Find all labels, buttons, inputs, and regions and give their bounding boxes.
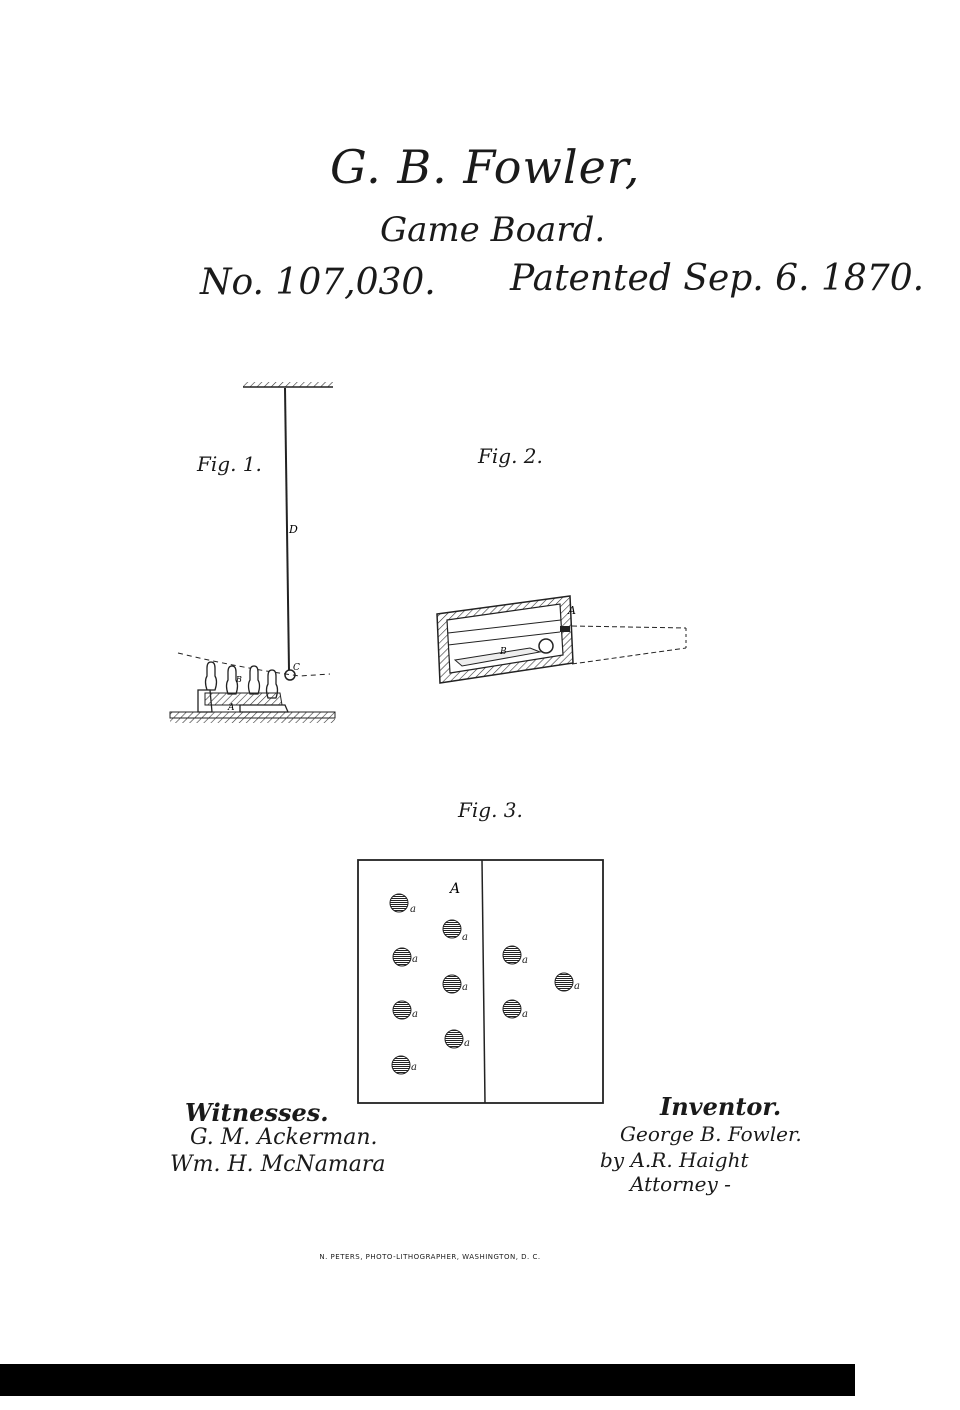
fig1-ref-A: A [227,703,235,713]
patent-number: No. 107,030. [200,262,436,303]
printer-credit: N. PETERS, PHOTO-LITHOGRAPHER, WASHINGTO… [319,1253,541,1261]
target-hole [442,919,462,939]
figure-3: A a a a a a a a a a a [357,859,604,1104]
ref-a: a [574,981,580,992]
target-hole [502,999,522,1019]
target-hole [502,945,522,965]
figure-1: D C B A [169,382,336,723]
target-hole [392,1000,412,1020]
witness-1-signature: G. M. Ackerman. [190,1125,378,1150]
target-hole [391,1055,411,1075]
fig3-label: Fig. 3. [458,798,523,822]
ref-a: a [410,904,416,915]
scan-border-bar [0,1364,855,1396]
attorney-word: Attorney - [630,1172,731,1196]
witnesses-label: Witnesses. [185,1098,329,1127]
fig1-ref-C: C [293,663,300,673]
fig3-ref-A: A [448,881,460,897]
target-hole [392,947,412,967]
ref-a: a [522,1009,528,1020]
inventor-signature: George B. Fowler. [620,1122,802,1146]
patent-title: Game Board. [380,210,606,250]
ref-a: a [412,954,418,965]
fig1-ref-B: B [235,675,242,684]
target-hole [444,1029,464,1049]
fig2-ref-A: A [567,604,576,617]
attorney-signature: by A.R. Haight [600,1148,749,1172]
ref-a: a [462,932,468,943]
target-hole [442,974,462,994]
figure-2: B A [436,595,687,684]
ref-a: a [462,982,468,993]
ref-a: a [412,1009,418,1020]
ref-a: a [411,1062,417,1073]
ref-a: a [464,1038,470,1049]
patent-date: Patented Sep. 6. 1870. [510,258,925,299]
fig1-ref-D: D [288,523,298,536]
inventor-label: Inventor. [660,1092,782,1121]
ref-a: a [522,955,528,966]
target-hole [554,972,574,992]
inventor-name: G. B. Fowler, [330,140,641,194]
fig1-label: Fig. 1. [197,452,262,476]
fig2-label: Fig. 2. [478,444,543,468]
fig2-ref-B: B [499,647,507,657]
witness-2-signature: Wm. H. McNamara [170,1152,386,1177]
target-hole [389,893,409,913]
